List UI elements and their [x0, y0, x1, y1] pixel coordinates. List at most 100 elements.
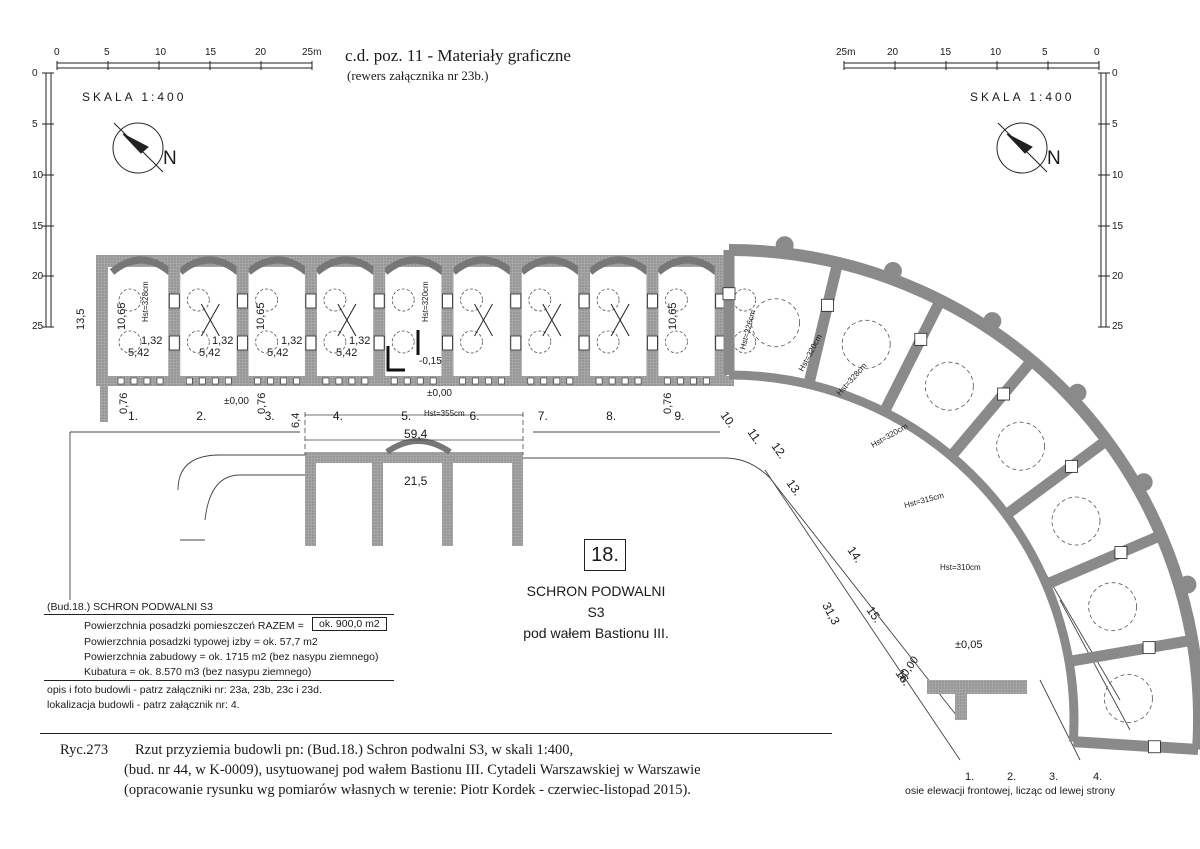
dim-width-1: 5,42	[128, 347, 149, 359]
level-stair: -0,15	[419, 356, 442, 367]
header-subtitle: (rewers załącznika nr 23b.)	[347, 68, 489, 83]
info-row4: Kubatura = ok. 8.570 m3 (bez nasypu ziem…	[84, 666, 312, 678]
building-plan	[69, 236, 1200, 761]
height-room-10: Hst=326cm	[738, 309, 757, 351]
header-title: c.d. poz. 11 - Materiały graficzne	[345, 46, 571, 65]
room-number: 8.	[606, 409, 616, 423]
height-room-5: Hst=320cm	[421, 281, 430, 322]
scale-tick-left: 25	[32, 321, 44, 332]
scale-tick-top-left: 25m	[302, 47, 322, 58]
height-room-15: Hst=310cm	[940, 563, 981, 572]
scale-tick-top-right: 15	[940, 47, 952, 58]
height-room-1: Hst=328cm	[141, 281, 150, 322]
scale-tick-right: 25	[1112, 321, 1124, 332]
dim-wall-9: 0,76	[662, 393, 674, 414]
caption-rule	[40, 733, 832, 734]
scale-bars	[42, 61, 1110, 328]
dim-pier-1: 1,32	[141, 335, 162, 347]
room-number: 4.	[333, 409, 343, 423]
building-title-line2: S3	[587, 604, 605, 620]
compass-right-icon	[996, 122, 1048, 174]
axis-legend-2: 2.	[1007, 771, 1017, 783]
dim-pier-2: 1,32	[212, 335, 233, 347]
dim-pier-3: 1,32	[281, 335, 302, 347]
scale-tick-left: 20	[32, 271, 44, 282]
caption-line2: (bud. nr 44, w K-0009), usytuowanej pod …	[124, 762, 701, 778]
room-number: 6.	[470, 409, 480, 423]
scale-tick-top-right: 10	[990, 47, 1002, 58]
caption-label: Ryc.273	[60, 742, 109, 758]
info-divider	[44, 614, 394, 615]
dim-front-64: 6,4	[290, 413, 302, 428]
north-label-left: N	[163, 148, 177, 169]
room-number: 3.	[265, 409, 275, 423]
scale-tick-top-right: 5	[1042, 47, 1048, 58]
room-number: 15.	[864, 604, 885, 626]
scale-tick-left: 15	[32, 221, 44, 232]
caption-line3: (opracowanie rysunku wg pomiarów własnyc…	[124, 782, 691, 798]
scale-tick-left: 10	[32, 170, 44, 181]
room-number: 2.	[196, 409, 206, 423]
dim-room-depth-9: 10,65	[667, 302, 679, 330]
room-number: 11.	[745, 426, 766, 447]
scale-tick-top-right: 20	[887, 47, 899, 58]
height-room-5b: Hst=355cm	[424, 409, 465, 418]
dim-annex-width: 21,5	[404, 474, 428, 488]
room-number: 9.	[674, 409, 684, 423]
scale-tick-left: 0	[32, 68, 38, 79]
level-room16: ±0,05	[955, 639, 982, 651]
room-number: 13.	[784, 477, 805, 499]
dim-width-4: 5,42	[336, 347, 357, 359]
dim-depth-total: 13,5	[75, 309, 87, 330]
info-row3: Powierzchnia zabudowy = ok. 1715 m2 (bez…	[84, 651, 379, 663]
dim-room-depth-1: 10,65	[116, 302, 128, 330]
axis-legend-4: 4.	[1093, 771, 1103, 783]
dim-pier-4: 1,32	[349, 335, 370, 347]
dim-front-length: 59,4	[404, 427, 428, 441]
compass-left-icon	[112, 122, 164, 174]
caption-line1: Rzut przyziemia budowli pn: (Bud.18.) Sc…	[135, 742, 574, 758]
dim-room-depth-3: 10,65	[255, 302, 267, 330]
building-number: 18.	[584, 539, 626, 571]
building-title-line1: SCHRON PODWALNI	[526, 583, 666, 599]
info-row1-value: ok. 900,0 m2	[312, 617, 387, 631]
height-room-14: Hst=315cm	[903, 491, 945, 510]
dim-width-3: 5,42	[267, 347, 288, 359]
scale-tick-right: 20	[1112, 271, 1124, 282]
room-number: 7.	[538, 409, 548, 423]
dim-width-2: 5,42	[199, 347, 220, 359]
scale-tick-right: 0	[1112, 68, 1118, 79]
dim-wall-1: 0,76	[118, 393, 130, 414]
scale-tick-top-left: 5	[104, 47, 110, 58]
scale-label-left: SKALA 1:400	[82, 90, 187, 104]
dim-arc-length: 31,3	[819, 600, 842, 627]
room-number: 10.	[718, 409, 739, 431]
scale-tick-right: 15	[1112, 221, 1124, 232]
room-number: 14.	[845, 544, 866, 566]
room-number: 12.	[769, 440, 790, 462]
scale-tick-left: 5	[32, 119, 38, 130]
scale-tick-top-left: 10	[155, 47, 167, 58]
info-row1-label: Powierzchnia posadzki pomieszczeń RAZEM …	[84, 620, 304, 632]
scale-tick-top-right: 25m	[836, 47, 856, 58]
scale-label-right: SKALA 1:400	[970, 90, 1075, 104]
building-title-line3: pod wałem Bastionu III.	[523, 625, 669, 641]
info-note2: lokalizacja budowli - patrz załącznik nr…	[47, 699, 240, 711]
scale-tick-right: 10	[1112, 170, 1124, 181]
height-room-13: Hst=320cm	[870, 421, 910, 449]
dim-wall-3: 0,76	[256, 393, 268, 414]
scale-tick-top-left: 15	[205, 47, 217, 58]
axis-legend-1: 1.	[965, 771, 975, 783]
scale-tick-top-left: 20	[255, 47, 267, 58]
axis-legend-3: 3.	[1049, 771, 1059, 783]
scale-tick-top-left: 0	[54, 47, 60, 58]
scale-tick-top-right: 0	[1094, 47, 1100, 58]
level-room5: ±0,00	[427, 388, 452, 399]
info-note1: opis i foto budowli - patrz załączniki n…	[47, 684, 322, 696]
info-row2: Powierzchnia posadzki typowej izby = ok.…	[84, 636, 318, 648]
room-number: 5.	[401, 409, 411, 423]
height-room-12: Hst=328cm	[835, 361, 869, 398]
north-label-right: N	[1047, 148, 1061, 169]
level-front-1: ±0,00	[224, 396, 249, 407]
